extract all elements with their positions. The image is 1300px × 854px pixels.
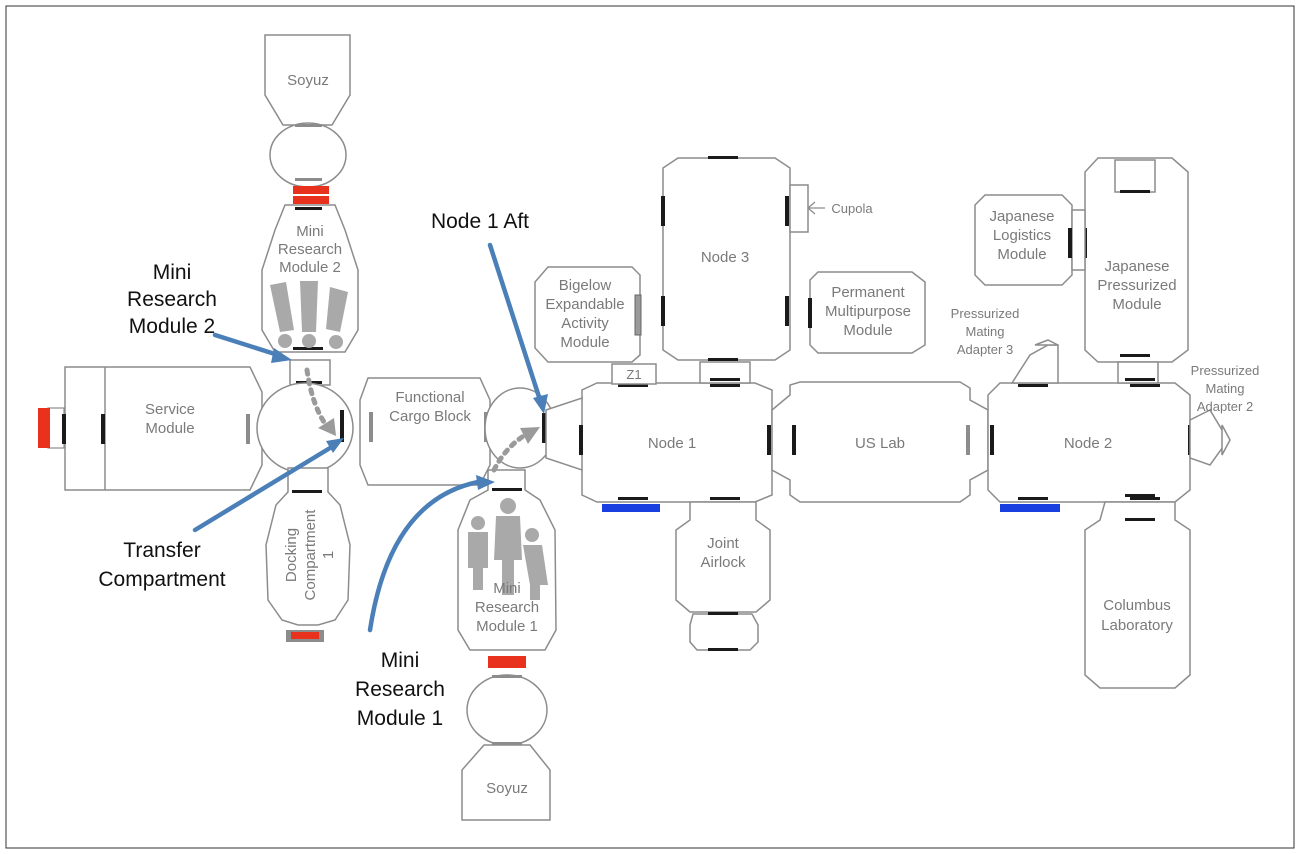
pma3-adapter[interactable]: Pressurized Mating Adapter 3 — [951, 306, 1059, 384]
red-marker-soyuz-top — [293, 186, 329, 194]
pma2-label-1: Pressurized — [1191, 363, 1260, 378]
airlock-label-1: Joint — [707, 535, 740, 552]
node1-module[interactable]: Node 1 — [545, 382, 773, 503]
soyuz-bottom-label: Soyuz — [486, 780, 528, 797]
pma2-adapter[interactable]: Pressurized Mating Adapter 2 — [1189, 363, 1260, 466]
node1-label: Node 1 — [648, 435, 696, 452]
jpm-node2-connector — [1117, 361, 1159, 384]
service-label-1: Service — [145, 401, 195, 418]
mrm1-module[interactable]: Mini Research Module 1 — [457, 469, 557, 668]
us-lab-label: US Lab — [855, 435, 905, 452]
pmm-label-2: Multipurpose — [825, 303, 911, 320]
pmm-label-1: Permanent — [831, 284, 905, 301]
node3-node1-connector — [699, 361, 751, 384]
callout-mrm1-3: Module 1 — [357, 707, 443, 730]
callout-mrm2-1: Mini — [153, 261, 192, 284]
fgb-module[interactable]: Functional Cargo Block — [359, 377, 491, 486]
red-hatched-marker — [38, 408, 50, 448]
callout-arrow-transfer — [192, 438, 344, 533]
pma3-label-2: Mating — [965, 324, 1004, 339]
mrm1-label-2: Research — [475, 599, 539, 616]
mrm1-label-3: Module 1 — [476, 618, 538, 635]
blue-marker-node1 — [602, 504, 660, 512]
mrm1-label-1: Mini — [493, 580, 521, 597]
node2-module[interactable]: Node 2 — [987, 382, 1192, 503]
docking-label-2: Compartment — [302, 509, 319, 601]
cupola-module[interactable]: Cupola — [789, 184, 873, 233]
soyuz-top-label: Soyuz — [287, 72, 329, 89]
callout-mrm1-1: Mini — [381, 649, 420, 672]
service-label-2: Module — [145, 420, 194, 437]
callout-arrow-node1-aft — [487, 242, 548, 414]
callout-mrm2-3: Module 2 — [129, 315, 215, 338]
pma3-label-1: Pressurized — [951, 306, 1020, 321]
callout-transfer-2: Compartment — [98, 568, 225, 591]
joint-airlock[interactable]: Joint Airlock — [675, 501, 771, 651]
mrm2-label-2: Research — [278, 241, 342, 258]
beam-label-4: Module — [560, 334, 609, 351]
columbus-label-2: Laboratory — [1101, 617, 1173, 634]
callout-mrm1-2: Research — [355, 678, 445, 701]
docking-label-1: Docking — [283, 528, 300, 582]
blue-marker-node2 — [1000, 504, 1060, 512]
soyuz-bottom[interactable]: Soyuz — [461, 674, 551, 821]
callout-arrow-mrm2 — [212, 332, 292, 363]
columbus-label-1: Columbus — [1103, 597, 1171, 614]
mrm1-crew-icon — [468, 498, 548, 600]
pmm-module[interactable]: Permanent Multipurpose Module — [808, 271, 926, 354]
fgb-label-1: Functional — [395, 389, 464, 406]
callout-arrow-mrm1 — [367, 475, 495, 633]
node3-label: Node 3 — [701, 249, 749, 266]
jlm-label-1: Japanese — [989, 208, 1054, 225]
airlock-label-2: Airlock — [700, 554, 746, 571]
service-module[interactable]: Service Module — [38, 366, 263, 491]
jlm-label-3: Module — [997, 246, 1046, 263]
z1-label: Z1 — [626, 367, 641, 382]
callout-node1-aft: Node 1 Aft — [431, 210, 529, 233]
beam-module[interactable]: Bigelow Expandable Activity Module — [534, 266, 642, 363]
beam-label-2: Expandable — [545, 296, 624, 313]
pma2-label-3: Adapter 2 — [1197, 399, 1253, 414]
transfer-path-mrm2 — [304, 367, 336, 436]
node3-module[interactable]: Node 3 — [661, 156, 791, 361]
node2-label: Node 2 — [1064, 435, 1112, 452]
jpm-label-1: Japanese — [1104, 258, 1169, 275]
mrm2-label-3: Module 2 — [279, 259, 341, 276]
us-lab-module[interactable]: US Lab — [771, 381, 989, 503]
callout-transfer-1: Transfer — [123, 539, 200, 562]
frame — [5, 5, 1295, 849]
columbus-module[interactable]: Columbus Laboratory — [1084, 494, 1191, 689]
pma3-label-3: Adapter 3 — [957, 342, 1013, 357]
red-marker-soyuz-top-2 — [293, 196, 329, 204]
transfer-compartment[interactable] — [256, 382, 354, 474]
red-marker-mrm1 — [488, 656, 526, 668]
transfer-path-mrm1 — [491, 427, 540, 473]
red-marker-docking — [291, 632, 319, 639]
jlm-label-2: Logistics — [993, 227, 1051, 244]
mrm2-crew-icon — [270, 281, 348, 349]
docking-label-3: 1 — [320, 551, 337, 559]
jpm-label-3: Module — [1112, 296, 1161, 313]
jlm-module[interactable]: Japanese Logistics Module — [974, 194, 1086, 286]
z1-truss[interactable]: Z1 — [611, 363, 657, 385]
soyuz-top[interactable]: Soyuz — [264, 34, 351, 188]
pmm-label-3: Module — [843, 322, 892, 339]
jpm-label-2: Pressurized — [1097, 277, 1176, 294]
callout-mrm2-2: Research — [127, 288, 217, 311]
cupola-label: Cupola — [831, 201, 873, 216]
mrm2-module[interactable]: Mini Research Module 2 — [261, 204, 359, 353]
mrm2-label-1: Mini — [296, 223, 324, 240]
mrm2-connector — [289, 359, 331, 386]
beam-label-1: Bigelow — [559, 277, 612, 294]
fgb-label-2: Cargo Block — [389, 408, 471, 425]
beam-label-3: Activity — [561, 315, 609, 332]
jpm-module[interactable]: Japanese Pressurized Module — [1083, 157, 1189, 363]
pma2-label-2: Mating — [1205, 381, 1244, 396]
docking-compartment[interactable]: Docking Compartment 1 — [265, 467, 351, 642]
